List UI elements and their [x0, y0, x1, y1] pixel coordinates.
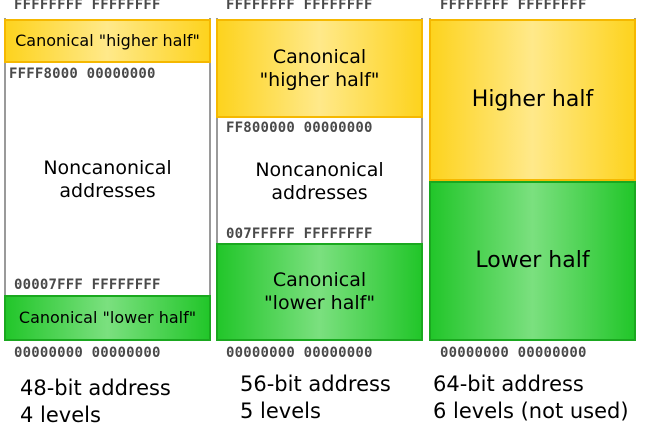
address-space-outline	[216, 18, 423, 341]
canonical-higher-half-region: Canonical "higher half"	[4, 19, 211, 63]
region-label: Noncanonical addresses	[43, 157, 172, 202]
upper-boundary-address: FF800000 00000000	[226, 120, 373, 136]
canonical-lower-half-region: Canonical "lower half"	[216, 243, 423, 341]
bottom-address-label: 00000000 00000000	[440, 345, 587, 361]
lower-half-region: Lower half	[429, 181, 636, 341]
upper-boundary-address: FFFF8000 00000000	[9, 66, 156, 82]
bottom-address-label: 00000000 00000000	[14, 345, 161, 361]
address-space-outline	[4, 18, 211, 341]
bottom-address-label: 00000000 00000000	[226, 345, 373, 361]
noncanonical-region: Noncanonical addresses	[6, 150, 209, 210]
region-label: Lower half	[475, 247, 590, 273]
region-label: Canonical "lower half"	[18, 308, 197, 328]
column-caption: 56-bit address 5 levels	[240, 372, 391, 423]
region-label: Noncanonical addresses	[255, 159, 384, 204]
noncanonical-region: Noncanonical addresses	[218, 152, 421, 212]
region-label: Higher half	[471, 86, 594, 112]
lower-boundary-address: 00007FFF FFFFFFFF	[14, 277, 161, 293]
top-address-label: FFFFFFFF FFFFFFFF	[14, 0, 161, 13]
higher-half-region: Higher half	[429, 19, 636, 181]
region-label: Canonical "higher half"	[15, 31, 200, 51]
top-address-label: FFFFFFFF FFFFFFFF	[226, 0, 373, 13]
column-caption: 64-bit address 6 levels (not used)	[433, 372, 629, 423]
region-label: Canonical "lower half"	[263, 269, 376, 314]
region-label: Canonical "higher half"	[259, 45, 380, 91]
column-caption: 48-bit address 4 levels	[20, 376, 171, 427]
canonical-lower-half-region: Canonical "lower half"	[4, 295, 211, 341]
lower-boundary-address: 007FFFFF FFFFFFFF	[226, 226, 373, 242]
canonical-higher-half-region: Canonical "higher half"	[216, 19, 423, 118]
top-address-label: FFFFFFFF FFFFFFFF	[440, 0, 587, 13]
